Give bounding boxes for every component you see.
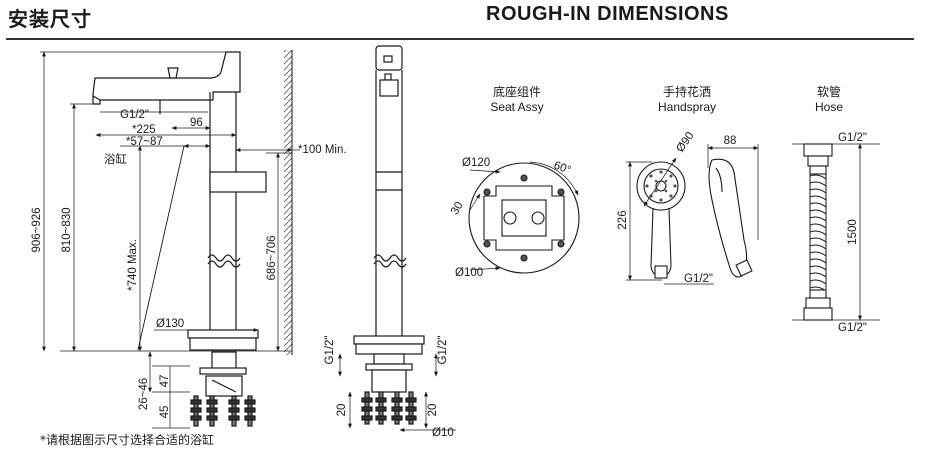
hose-title-en: Hose [815,100,843,114]
handspray-drawing [626,144,759,285]
hose-coil-segment [809,237,827,243]
hose-coil-segment [809,195,827,201]
seat-assy-drawing [468,161,580,274]
side-dim-20-right: 20 [427,404,439,417]
side-dim-20-left: 20 [336,404,348,417]
title-en: ROUGH-IN DIMENSIONS [486,3,729,25]
dim-offset: *57~87 [126,136,163,148]
handspray-title-cn: 手持花洒 [663,84,711,99]
title-cn: 安装尺寸 [8,7,92,31]
handspray-dim-thread: G1/2" [684,273,713,285]
faucet-side-view [338,45,456,432]
hose-drawing [792,143,880,321]
hose-dim-1500: 1500 [847,219,859,245]
dim-total-height: 906~926 [31,207,43,252]
hose-coil-segment [809,230,827,236]
dim-base-diameter: Ø130 [156,318,184,330]
hose-title-cn: 软管 [817,84,841,99]
hose-coil-segment [809,174,827,180]
dim-max-height: *740 Max. [127,239,139,291]
header-rule [6,38,914,40]
handspray-title-en: Handspray [658,100,716,114]
dim-body-height: 686~706 [266,235,278,280]
dim-47: 47 [159,375,171,388]
dim-96: 96 [190,117,203,129]
dim-26-46: 26~46 [138,378,150,410]
dim-reach: *225 [132,124,156,136]
hose-coil-segment [809,279,827,285]
hose-coil-segment [809,202,827,208]
dim-45: 45 [159,406,171,419]
hose-coil-segment [809,272,827,278]
side-dim-g-right: G1/2" [437,335,449,364]
faucet-front-view [40,50,300,429]
handspray-dim-d90: Ø90 [674,130,696,155]
hose-coil-segment [809,181,827,187]
seat-dim-d120: Ø120 [462,157,490,169]
page-header: 安装尺寸 ROUGH-IN DIMENSIONS [0,0,945,44]
hose-coil-segment [809,258,827,264]
seat-dim-30: 30 [449,200,466,217]
hose-coil-segment [809,209,827,215]
hose-coil-segment [809,188,827,194]
seat-dim-d100: Ø100 [455,267,483,279]
dim-wall-min: *100 Min. [298,144,347,156]
hose-dim-g-bottom: G1/2" [838,322,867,334]
seat-title-en: Seat Assy [490,100,543,114]
side-dim-d10: Ø10 [432,427,454,439]
dim-spout-thread: G1/2" [120,109,149,121]
hose-coil-segment [809,216,827,222]
handspray-dim-226: 226 [617,210,629,229]
dim-spout-height: 810~830 [61,207,73,252]
hose-coil-segment [809,265,827,271]
label-tub: 浴缸 [104,152,127,166]
side-dim-g-left: G1/2" [324,335,336,364]
hose-coil-segment [809,251,827,257]
footnote: *请根据图示尺寸选择合适的浴缸 [40,433,215,447]
hose-dim-g-top: G1/2" [838,132,867,144]
seat-title-cn: 底座组件 [493,84,541,99]
hose-coil-segment [809,223,827,229]
seat-dim-angle: 60° [552,160,572,177]
hose-coil-segment [809,244,827,250]
handspray-dim-88: 88 [724,135,737,147]
